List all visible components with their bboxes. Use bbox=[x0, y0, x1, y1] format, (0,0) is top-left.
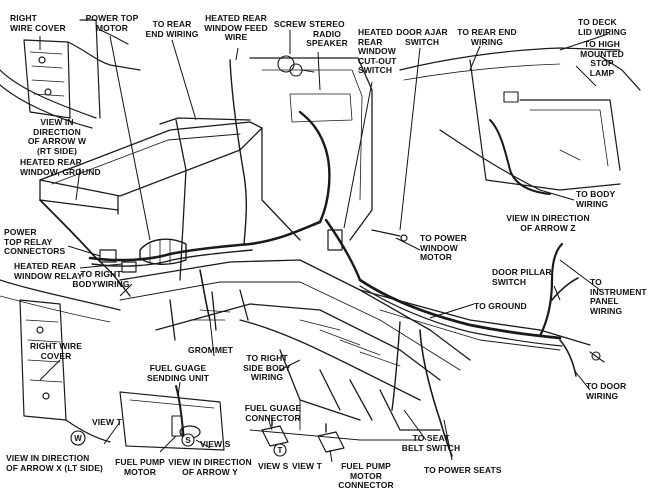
label-view-arrow-z: VIEW IN DIRECTION OF ARROW Z bbox=[506, 213, 590, 233]
label-fuel-gauge-sending-unit: FUEL GUAGE SENDING UNIT bbox=[146, 363, 210, 383]
label-view-arrow-w: VIEW IN DIRECTION OF ARROW W (RT SIDE) bbox=[27, 117, 87, 156]
label-to-rear-end-wiring-2: TO REAR END WIRING bbox=[457, 27, 517, 47]
view-markers: W S T bbox=[70, 430, 287, 457]
label-stereo-radio-speaker: STEREO RADIO SPEAKER bbox=[306, 19, 348, 48]
label-to-seat-belt-switch: TO SEAT BELT SWITCH bbox=[401, 433, 461, 453]
inset-right-wire-cover bbox=[0, 19, 141, 129]
connectors-bottom bbox=[261, 417, 345, 453]
wiring-harness bbox=[39, 59, 579, 457]
label-door-ajar-switch: DOOR AJAR SWITCH bbox=[396, 27, 448, 47]
view-mark-w: W bbox=[74, 434, 82, 443]
body-floor-pan bbox=[39, 57, 591, 441]
inset-fuel-pump bbox=[119, 385, 225, 451]
view-mark-s: S bbox=[185, 436, 191, 445]
label-heated-rear-window-feed-wire: HEATED REAR WINDOW FEED WIRE bbox=[204, 13, 268, 42]
inset-deck-lid bbox=[399, 47, 641, 195]
leader-lines bbox=[39, 30, 609, 463]
label-to-instrument-panel-wiring: TO INSTRUMENT PANEL WIRING bbox=[590, 277, 647, 316]
label-heated-rear-window-relay: HEATED REAR WINDOW RELAY bbox=[14, 261, 83, 281]
label-fuel-gauge-connector: FUEL GUAGE CONNECTOR bbox=[244, 403, 302, 423]
label-heated-rear-window-cutout-switch: HEATED REAR WINDOW CUT-OUT SWITCH bbox=[358, 27, 397, 75]
label-to-power-window-motor: TO POWER WINDOW MOTOR bbox=[420, 233, 467, 262]
label-heated-rear-window-ground: HEATED REAR WINDOW, GROUND bbox=[20, 157, 101, 177]
view-mark-t: T bbox=[278, 446, 283, 455]
label-fuel-pump-motor: FUEL PUMP MOTOR bbox=[115, 457, 165, 477]
label-to-body-wiring: TO BODY WIRING bbox=[576, 189, 616, 209]
label-view-t-2: VIEW T bbox=[292, 461, 322, 471]
label-to-door-wiring: TO DOOR WIRING bbox=[586, 381, 627, 401]
label-power-top-motor: POWER TOP MOTOR bbox=[85, 13, 139, 33]
label-view-t-1: VIEW T bbox=[92, 417, 122, 427]
label-right-wire-cover-bottom: RIGHT WIRE COVER bbox=[30, 341, 82, 361]
label-screw: SCREW bbox=[273, 19, 307, 29]
label-to-right-body-wiring: TO RIGHT BODYWIRING bbox=[72, 269, 130, 289]
label-view-s-2: VIEW S bbox=[258, 461, 289, 471]
label-power-top-relay-connectors: POWER TOP RELAY CONNECTORS bbox=[4, 227, 66, 256]
label-to-power-seats: TO POWER SEATS bbox=[424, 465, 502, 475]
label-to-deck-lid-wiring: TO DECK LID WIRING bbox=[578, 17, 627, 37]
label-to-high-mounted-stop-lamp: TO HIGH MOUNTED STOP LAMP bbox=[580, 39, 624, 78]
label-fuel-pump-motor-connector: FUEL PUMP MOTOR CONNECTOR bbox=[338, 461, 394, 490]
label-grommet: GROMMET bbox=[188, 345, 234, 355]
label-to-right-side-body-wiring: TO RIGHT SIDE BODY WIRING bbox=[243, 353, 291, 382]
label-to-ground: TO GROUND bbox=[474, 301, 527, 311]
label-right-wire-cover-top: RIGHT WIRE COVER bbox=[10, 13, 66, 33]
fasteners bbox=[277, 55, 605, 363]
label-to-rear-end-wiring-1: TO REAR END WIRING bbox=[145, 19, 199, 39]
label-view-arrow-x: VIEW IN DIRECTION OF ARROW X (LT SIDE) bbox=[6, 453, 103, 473]
label-door-pillar-switch: DOOR PILLAR SWITCH bbox=[492, 267, 552, 287]
label-view-s-1: VIEW S bbox=[200, 439, 231, 449]
label-view-arrow-y: VIEW IN DIRECTION OF ARROW Y bbox=[168, 457, 252, 477]
